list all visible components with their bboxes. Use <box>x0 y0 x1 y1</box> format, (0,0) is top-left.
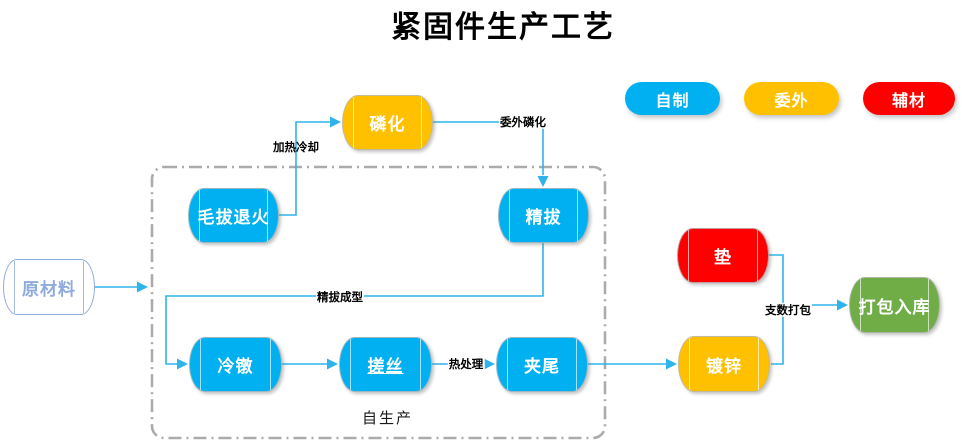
node-cold-heading: 冷镦 <box>189 337 282 392</box>
edge-label-outsourced-phosphating: 委外磷化 <box>499 114 547 130</box>
node-thread-rolling: 搓丝 <box>339 337 432 392</box>
arrowhead-cold-heading-to-thread-rolling <box>327 358 338 370</box>
arrowhead-junction-to-packing <box>837 299 848 311</box>
legend-item-self-made-label: 自制 <box>655 90 690 110</box>
legend-item-outsourced: 委外 <box>744 82 839 115</box>
arrowhead-phosphating-to-fine-drawing <box>537 176 549 187</box>
edge-label-heating-cooling: 加热冷却 <box>273 139 319 154</box>
node-thread-rolling-label: 搓丝 <box>367 357 404 377</box>
node-galvanizing-label: 镀锌 <box>706 356 742 377</box>
legend-item-auxiliary: 辅材 <box>863 82 955 115</box>
node-tail-clamping-label: 夹尾 <box>524 357 560 377</box>
node-rough-drawing-annealing: 毛拔退火 <box>188 188 279 243</box>
node-galvanizing: 镀锌 <box>678 336 770 392</box>
node-rough-drawing-annealing-label: 毛拔退火 <box>197 208 270 228</box>
node-packing-warehousing-label: 打包入库 <box>858 297 931 318</box>
node-phosphating: 磷化 <box>342 95 433 150</box>
arrowhead-fine-drawing-to-cold-heading <box>177 358 188 370</box>
arrowhead-tail-clamping-to-galvanizing <box>666 358 677 370</box>
node-packing-warehousing: 打包入库 <box>849 277 940 333</box>
node-raw-material: 原材料 <box>3 259 95 315</box>
edge-label-count-packing: 支数打包 <box>764 302 812 318</box>
edge-fine-drawing-to-cold-heading <box>165 243 544 365</box>
edge-label-fine-drawing-forming: 精拔成型 <box>316 289 364 305</box>
edge-annealing-to-phosphating <box>279 121 330 216</box>
node-fine-drawing-label: 精拔 <box>525 208 562 228</box>
legend-item-auxiliary-label: 辅材 <box>891 90 926 110</box>
legend-item-self-made: 自制 <box>625 82 720 115</box>
self-production-group-box <box>150 165 607 440</box>
arrowhead-thread-rolling-to-tail-clamping <box>484 358 495 370</box>
node-phosphating-label: 磷化 <box>369 115 406 135</box>
arrowhead-raw-to-group <box>137 281 148 293</box>
node-washer: 垫 <box>677 228 769 283</box>
node-cold-heading-label: 冷镦 <box>217 357 254 377</box>
node-washer-label: 垫 <box>714 248 732 268</box>
diagram-title: 紧固件生产工艺 <box>391 10 615 45</box>
group-label-self-production: 自生产 <box>362 409 414 427</box>
node-fine-drawing: 精拔 <box>498 188 589 243</box>
node-raw-material-label: 原材料 <box>22 279 76 300</box>
arrowhead-annealing-to-phosphating <box>330 116 341 128</box>
edge-label-heat-treatment: 热处理 <box>447 356 485 372</box>
node-tail-clamping: 夹尾 <box>496 337 588 392</box>
legend-item-outsourced-label: 委外 <box>774 90 809 110</box>
